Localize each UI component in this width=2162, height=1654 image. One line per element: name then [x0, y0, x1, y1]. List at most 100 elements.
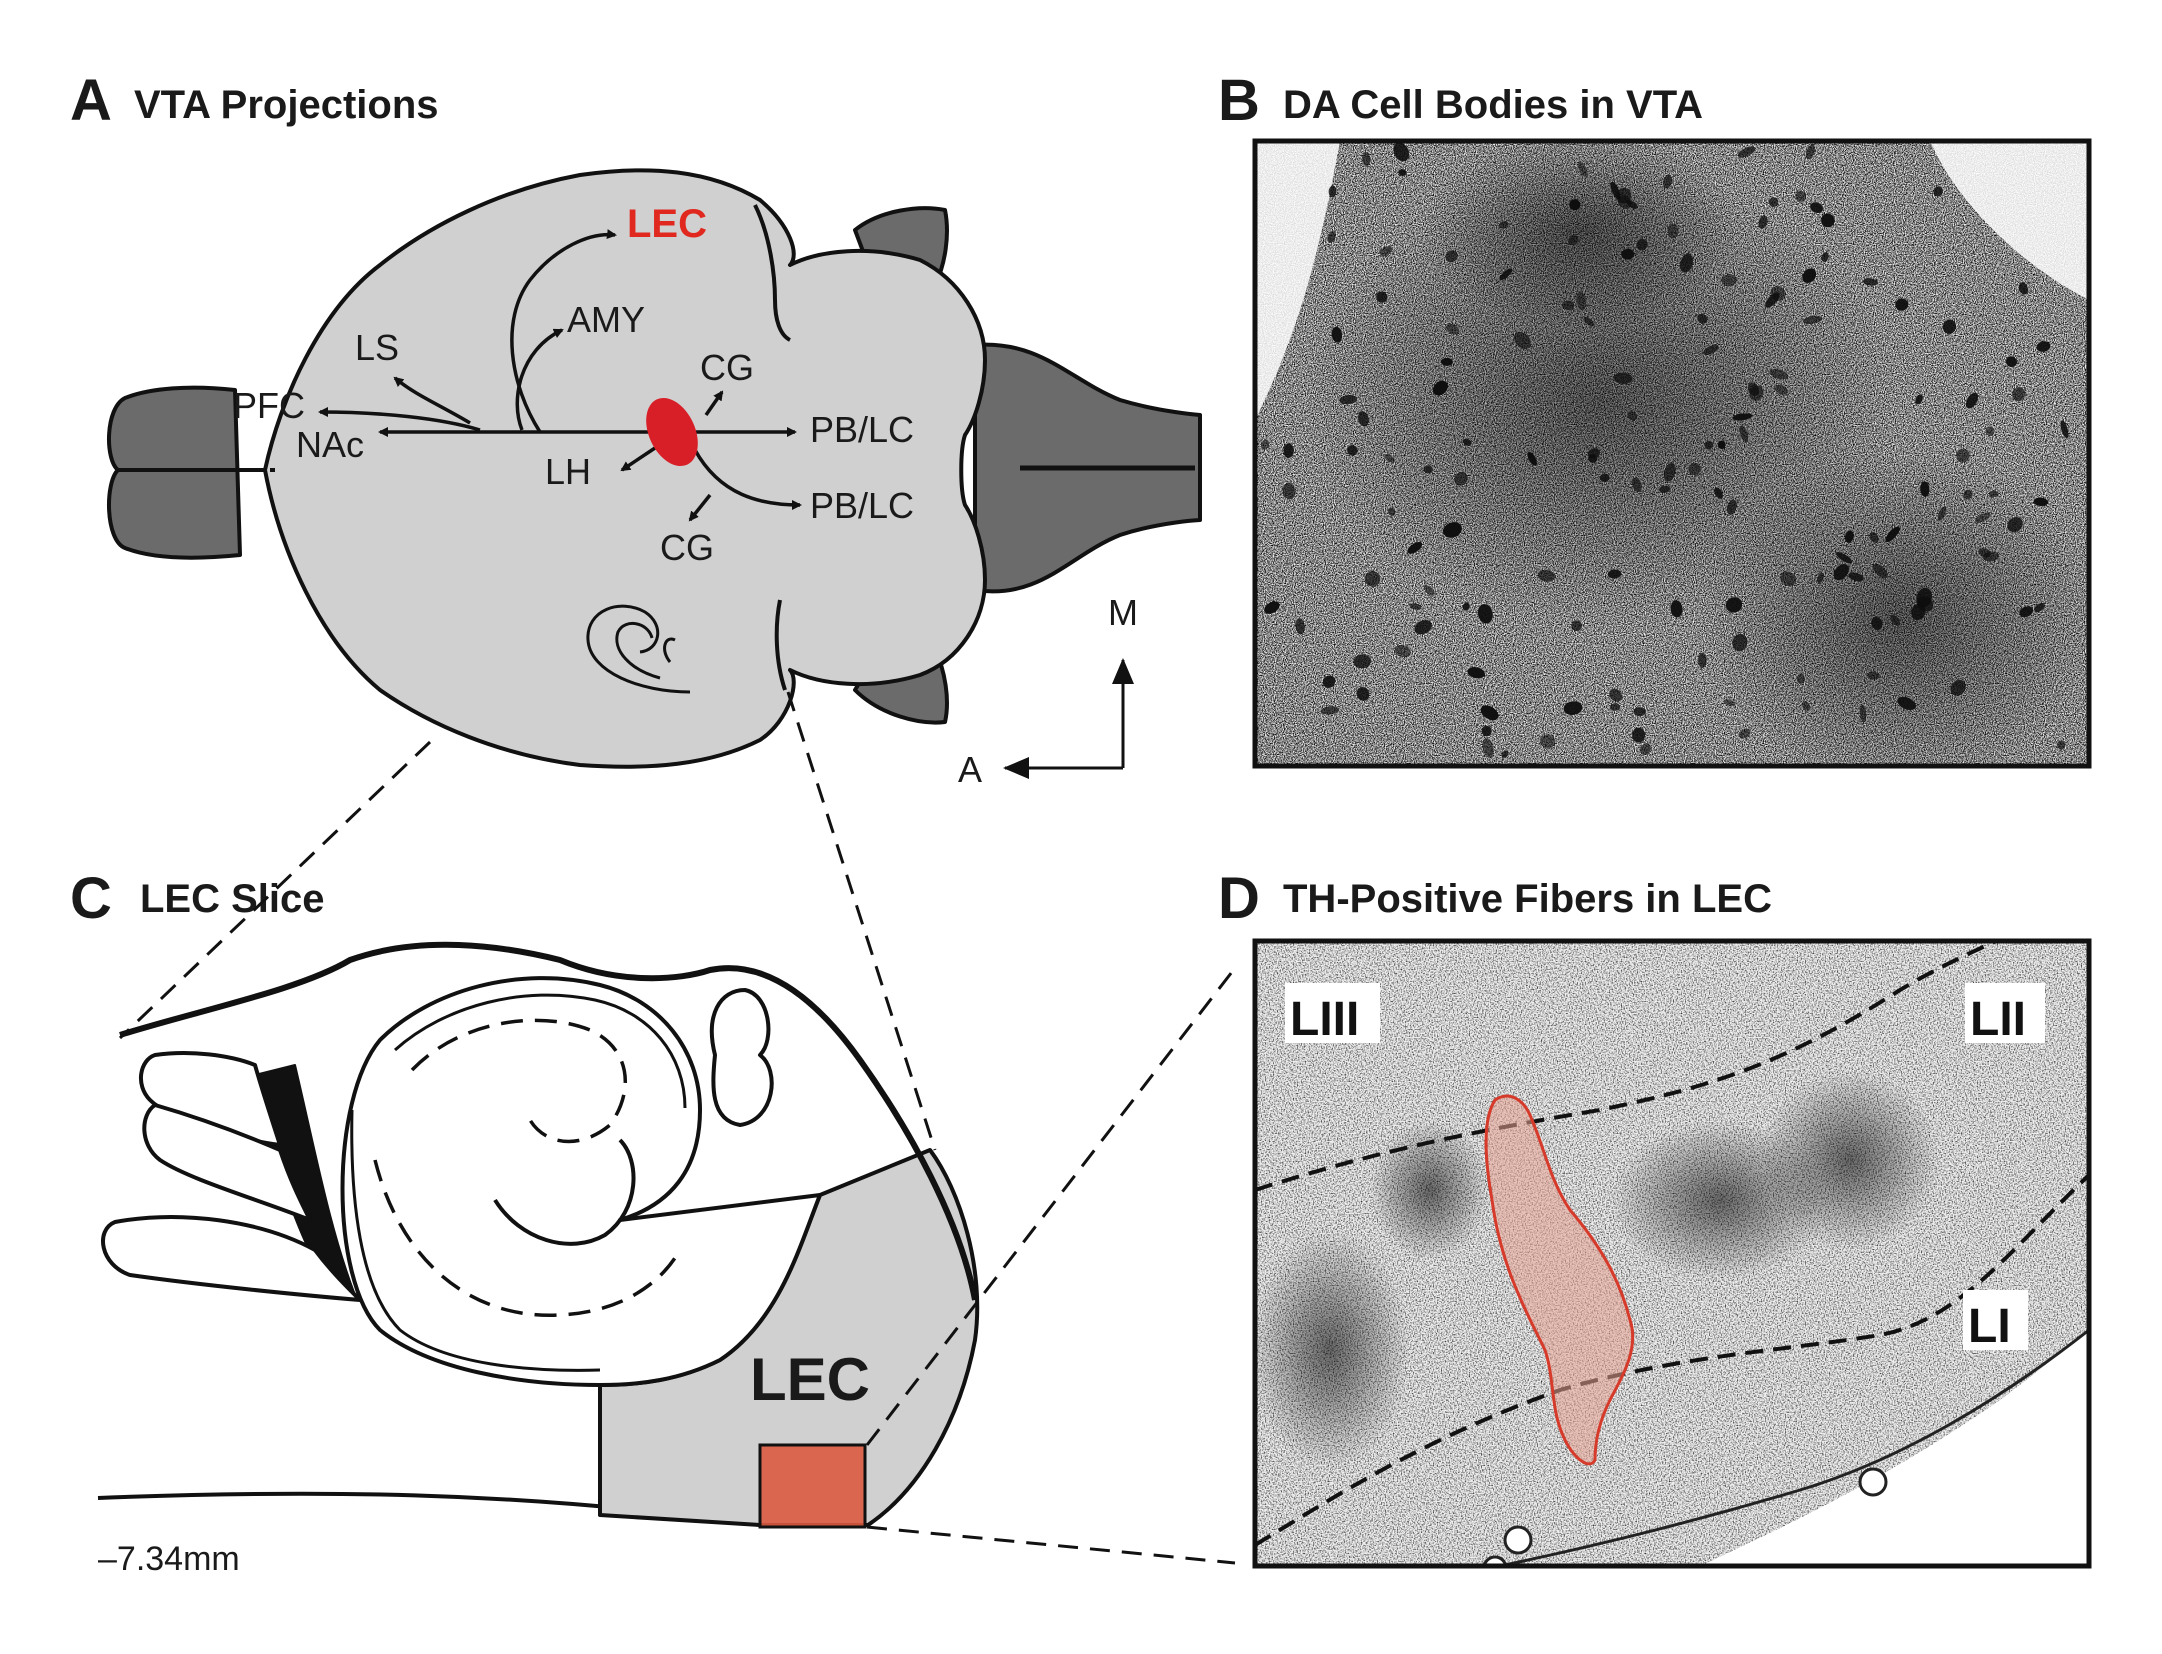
- panel-b-letter: B: [1218, 68, 1260, 133]
- cell-body: [2034, 602, 2045, 613]
- cell-body: [1732, 633, 1748, 652]
- cell-body: [1739, 425, 1749, 443]
- layer-label-liii: LIII: [1290, 993, 1359, 1046]
- traced-region: [1484, 1094, 1635, 1466]
- label-lec: LEC: [627, 202, 707, 246]
- roi-box: [758, 1443, 867, 1529]
- cell-body: [1613, 372, 1633, 384]
- cell-body: [1869, 532, 1879, 543]
- cell-body: [1569, 199, 1581, 211]
- cell-body: [1890, 614, 1901, 626]
- cell-body: [1446, 323, 1460, 335]
- panel-a: A VTA Projections: [70, 68, 1202, 790]
- cell-body: [1859, 704, 1867, 723]
- cell-body: [1481, 725, 1492, 737]
- cell-body: [1283, 443, 1294, 458]
- cell-body: [1358, 411, 1369, 427]
- arrow-to-cg-bottom: [688, 493, 712, 522]
- cell-body: [1933, 186, 1943, 197]
- cell-body: [1663, 462, 1676, 482]
- cell-body: [1836, 552, 1853, 564]
- cell-body: [1364, 571, 1381, 587]
- cell-body: [1698, 652, 1707, 668]
- hippocampus-swirl: [586, 604, 691, 694]
- layer-boundary-lii-liii: [1255, 941, 2002, 1192]
- cell-body: [1640, 743, 1651, 756]
- cell-body: [1988, 490, 1999, 498]
- layer-label-li: LI: [1968, 1300, 2011, 1353]
- cell-body: [1362, 152, 1371, 167]
- cell-body: [1576, 291, 1587, 311]
- label-ls: LS: [355, 327, 399, 368]
- cell-body: [1442, 522, 1462, 538]
- cell-body: [1670, 600, 1683, 618]
- panel-c-letter: C: [70, 866, 112, 931]
- cell-body: [1956, 448, 1970, 463]
- cell-body: [1872, 563, 1888, 579]
- cell-body: [1477, 604, 1493, 624]
- cell-body: [1445, 250, 1458, 263]
- panel-c: C LEC Slice: [70, 691, 1237, 1578]
- cell-body: [1965, 392, 1979, 409]
- cell-body: [1895, 298, 1909, 311]
- cell-body: [1339, 394, 1357, 405]
- cell-body: [1688, 462, 1701, 476]
- cell-body: [1769, 369, 1789, 380]
- label-pblc-bottom: PB/LC: [810, 485, 914, 526]
- cell-body: [1802, 268, 1817, 283]
- cell-body: [1562, 300, 1575, 311]
- cell-body: [1583, 316, 1595, 327]
- compass-label-a: A: [958, 749, 982, 790]
- cell-body: [1440, 357, 1453, 366]
- cell-body: [1768, 197, 1779, 208]
- cell-body: [1663, 174, 1673, 189]
- cell-body: [1282, 482, 1296, 500]
- cell-body: [1758, 215, 1768, 229]
- cell-body: [1607, 569, 1622, 579]
- arrow-to-lec: [510, 229, 617, 433]
- cell-body: [1353, 654, 1372, 669]
- cell-body: [1916, 587, 1933, 607]
- micrograph-da-cell-bodies: [1255, 141, 2089, 766]
- cell-body: [1394, 644, 1411, 658]
- cell-body: [1821, 213, 1835, 228]
- cell-body: [1409, 603, 1422, 610]
- panel-d-title: TH-Positive Fibers in LEC: [1283, 877, 1772, 921]
- cell-body: [1725, 597, 1743, 613]
- cell-body: [1737, 146, 1756, 158]
- cell-body: [1356, 686, 1370, 701]
- cell-body: [1636, 239, 1648, 251]
- cell-body: [1723, 699, 1736, 707]
- cell-body: [1821, 252, 1829, 262]
- cell-body: [1795, 190, 1807, 202]
- label-cg-top: CG: [700, 347, 754, 388]
- cell-body: [2005, 356, 2018, 368]
- cell-body: [1721, 274, 1738, 287]
- panel-b-frame: [1252, 138, 2092, 769]
- panel-b-title: DA Cell Bodies in VTA: [1283, 83, 1703, 127]
- cell-body: [2007, 517, 2023, 533]
- cell-body: [1985, 426, 1995, 437]
- vta-marker: [646, 397, 698, 467]
- cell-body: [1978, 548, 1991, 558]
- cell-body: [2060, 420, 2069, 439]
- cell-body: [1387, 507, 1396, 517]
- cell-body: [1407, 541, 1423, 554]
- cell-body: [1963, 489, 1973, 500]
- cell-body: [1911, 603, 1926, 620]
- cell-body: [1540, 734, 1556, 749]
- panel-a-letter: A: [70, 68, 112, 133]
- cell-body: [1322, 675, 1336, 688]
- cell-body: [1379, 246, 1393, 257]
- cell-body: [1871, 616, 1883, 630]
- panel-b: B DA Cell Bodies in VTA: [1218, 68, 2092, 769]
- cell-body: [1331, 326, 1343, 343]
- cell-body: [1632, 727, 1646, 743]
- cell-body: [1627, 410, 1638, 421]
- cell-body: [1848, 572, 1864, 582]
- cell-body: [1398, 169, 1407, 177]
- cell-body: [1621, 248, 1635, 260]
- cell-body: [1697, 313, 1708, 324]
- cell-body: [1702, 344, 1719, 356]
